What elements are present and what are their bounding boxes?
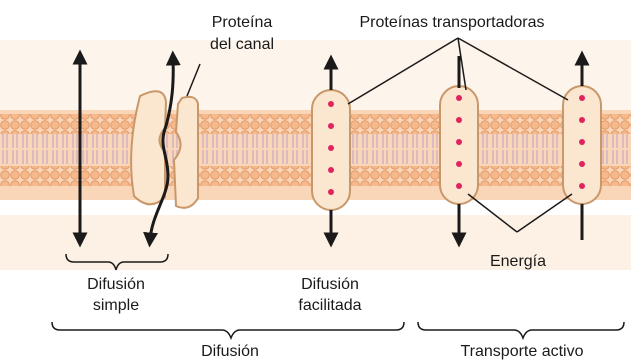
carrier-dot xyxy=(579,139,585,145)
carrier-dot xyxy=(328,145,334,151)
facilitated-diffusion-label-line2: facilitada xyxy=(298,297,361,314)
carrier-dot xyxy=(579,161,585,167)
carrier-dot xyxy=(456,117,462,123)
active-transport-label: Transporte activo xyxy=(460,343,583,360)
carrier-dot xyxy=(579,183,585,189)
carrier-dot xyxy=(579,117,585,123)
carrier-dot xyxy=(456,95,462,101)
carrier-dot xyxy=(328,101,334,107)
carrier-dot xyxy=(456,183,462,189)
simple-diffusion-label-line2: simple xyxy=(93,297,139,314)
active-transport-bracket xyxy=(418,322,624,338)
carrier-dot xyxy=(456,161,462,167)
channel-protein-label-line1: Proteína xyxy=(212,14,273,31)
channel-protein-label-line2: del canal xyxy=(210,36,274,53)
carrier-dot xyxy=(328,123,334,129)
diffusion-bracket xyxy=(52,322,404,338)
facilitated-diffusion-label-line1: Difusión xyxy=(301,276,359,293)
simple-diffusion-label-line1: Difusión xyxy=(87,276,145,293)
carrier-dot xyxy=(328,167,334,173)
carrier-dot xyxy=(579,95,585,101)
carrier-proteins-label: Proteínas transportadoras xyxy=(360,14,545,31)
carrier-dot xyxy=(328,189,334,195)
energy-label: Energía xyxy=(490,253,546,270)
channel-protein-left xyxy=(131,91,166,204)
carrier-dot xyxy=(456,139,462,145)
diffusion-label: Difusión xyxy=(201,343,259,360)
